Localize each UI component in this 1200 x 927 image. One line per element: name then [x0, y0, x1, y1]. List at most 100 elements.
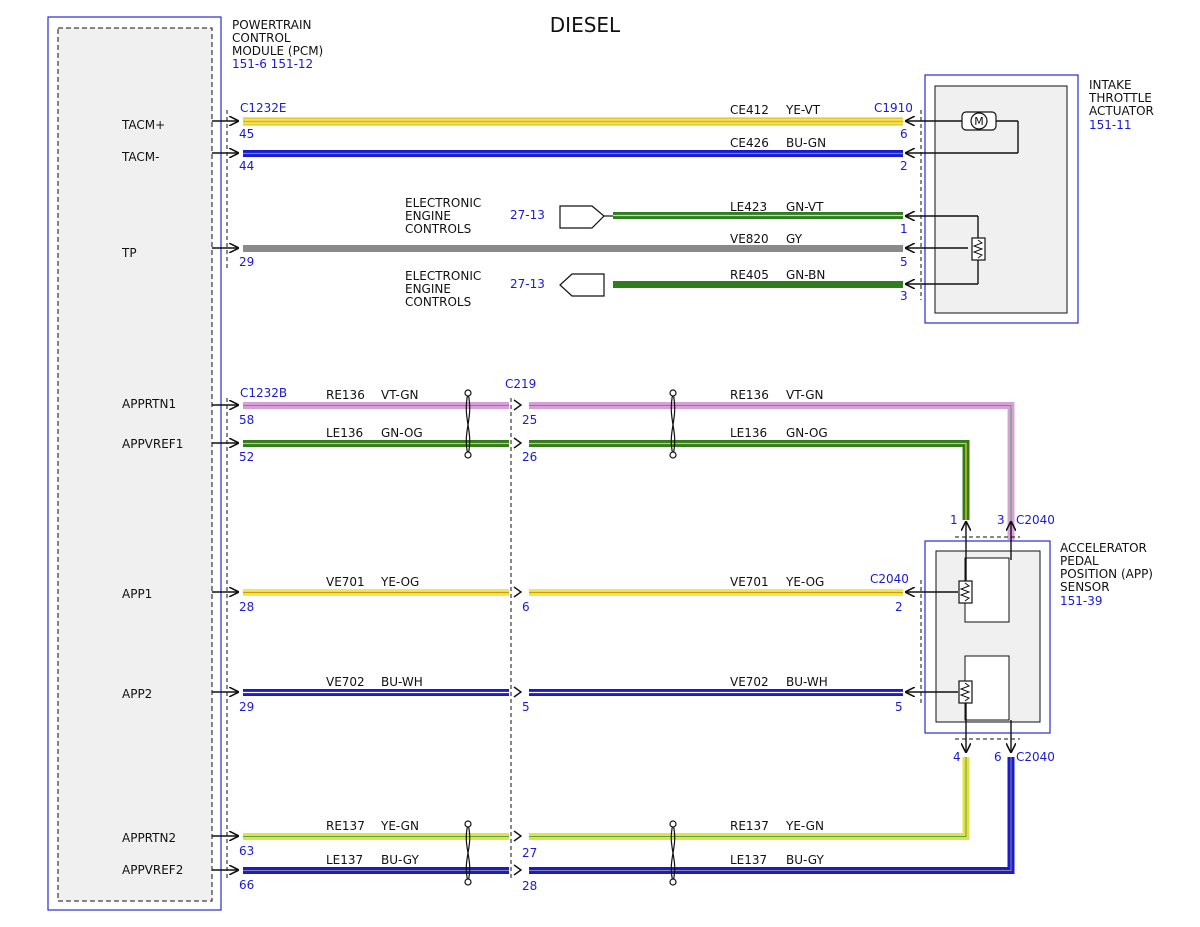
wire-le423: [613, 212, 903, 219]
pin-label-apprtn2: APPRTN2: [122, 831, 176, 845]
pin-tacm-plus-dev: 6: [900, 127, 908, 141]
throttle-label-1: INTAKE: [1089, 78, 1132, 92]
pcm-pin-arrows: [212, 121, 238, 870]
pin-app-bottom-left: 4: [953, 750, 961, 764]
pin-tp-pcm: 29: [239, 255, 254, 269]
pin-tacm-plus-pcm: 45: [239, 127, 254, 141]
pin-app-bottom-right: 6: [994, 750, 1002, 764]
eec-bottom-label-3: CONTROLS: [405, 295, 471, 309]
wire-re136-circuit-left: RE136: [326, 388, 365, 402]
wire-ve701-color-right: YE-OG: [785, 575, 824, 589]
pin-app1-pcm: 28: [239, 600, 254, 614]
wire-le137: [243, 757, 1015, 874]
wire-ce412: [243, 117, 903, 126]
wire-ce426-circuit: CE426: [730, 136, 769, 150]
connector-c2040-mid: C2040: [870, 572, 909, 586]
app-sensor-label-1: ACCELERATOR: [1060, 541, 1147, 555]
pcm-module: [47, 16, 222, 911]
wire-ve702-color-right: BU-WH: [786, 675, 828, 689]
throttle-actuator: [906, 74, 1079, 324]
pin-label-tp: TP: [121, 246, 137, 260]
connector-c2040-top: C2040: [1016, 513, 1055, 527]
pin-app2-c219: 5: [522, 700, 530, 714]
eec-bottom-label-1: ELECTRONIC: [405, 269, 481, 283]
pin-label-appvref2: APPVREF2: [122, 863, 183, 877]
wire-ve701: [243, 589, 903, 596]
wire-ce412-color: YE-VT: [785, 103, 821, 117]
throttle-label-2: THROTTLE: [1088, 91, 1152, 105]
eec-top-label-3: CONTROLS: [405, 222, 471, 236]
pcm-refs: 151-6 151-12: [232, 57, 313, 71]
pin-appvref2-c219: 28: [522, 879, 537, 893]
diagram-title: DIESEL: [550, 13, 621, 37]
app-sensor-label-3: POSITION (APP): [1060, 567, 1153, 581]
wire-ve820: [243, 245, 903, 252]
pin-appvref1-pcm: 52: [239, 450, 254, 464]
connector-c1232e: C1232E: [240, 101, 287, 115]
wire-re405-circuit: RE405: [730, 268, 769, 282]
eec-connector-bottom: [559, 273, 605, 297]
wire-re405-color: GN-BN: [786, 268, 825, 282]
wire-ve820-circuit: VE820: [730, 232, 769, 246]
wire-ve701-color-left: YE-OG: [380, 575, 419, 589]
wire-ce426-color: BU-GN: [786, 136, 826, 150]
wire-ve702: [243, 689, 903, 696]
c219-arrows: [513, 399, 523, 876]
pin-label-appvref1: APPVREF1: [122, 437, 183, 451]
wire-ve701-circuit-left: VE701: [326, 575, 365, 589]
eec-top-label-2: ENGINE: [405, 209, 451, 223]
wire-ve702-color-left: BU-WH: [381, 675, 423, 689]
wire-ve702-circuit-right: VE702: [730, 675, 769, 689]
wire-re136-color-right: VT-GN: [786, 388, 823, 402]
wire-re136-circuit-right: RE136: [730, 388, 769, 402]
pin-app1-c219: 6: [522, 600, 530, 614]
wire-re405: [613, 281, 903, 288]
wire-re136-color-left: VT-GN: [381, 388, 418, 402]
wire-le137-circuit-right: LE137: [730, 853, 767, 867]
wire-le136-circuit-left: LE136: [326, 426, 363, 440]
wire-le136-color-left: GN-OG: [381, 426, 423, 440]
throttle-ref: 151-11: [1089, 118, 1132, 132]
pin-apprtn2-c219: 27: [522, 846, 537, 860]
wire-re137-color-right: YE-GN: [785, 819, 824, 833]
eec-top-ref: 27-13: [510, 208, 545, 222]
app-sensor: [906, 522, 1051, 752]
eec-bottom-label-2: ENGINE: [405, 282, 451, 296]
pin-app-top-left: 1: [950, 513, 958, 527]
wire-le136-circuit-right: LE136: [730, 426, 767, 440]
motor-icon: M: [974, 115, 984, 128]
pin-appvref1-c219: 26: [522, 450, 537, 464]
wire-le423-color: GN-VT: [786, 200, 824, 214]
pin-label-app1: APP1: [122, 587, 152, 601]
connector-c219: C219: [505, 377, 536, 391]
connector-c1910: C1910: [874, 101, 913, 115]
connector-c2040-bottom: C2040: [1016, 750, 1055, 764]
pin-tp-dev: 5: [900, 255, 908, 269]
wire-le137-color-right: BU-GY: [786, 853, 824, 867]
pcm-label-line-2: CONTROL: [232, 31, 291, 45]
app-sensor-ref: 151-39: [1060, 594, 1103, 608]
app-sensor-label-2: PEDAL: [1060, 554, 1099, 568]
wire-ce412-circuit: CE412: [730, 103, 769, 117]
pin-tacm-minus-pcm: 44: [239, 159, 254, 173]
wire-le136: [243, 440, 970, 520]
pin-app2-dev: 5: [895, 700, 903, 714]
pin-label-app2: APP2: [122, 687, 152, 701]
wire-re137-color-left: YE-GN: [380, 819, 419, 833]
wire-re137-circuit-right: RE137: [730, 819, 769, 833]
wire-ve820-color: GY: [786, 232, 803, 246]
eec-top-label-1: ELECTRONIC: [405, 196, 481, 210]
pin-label-apprtn1: APPRTN1: [122, 397, 176, 411]
pcm-label-line-1: POWERTRAIN: [232, 18, 312, 32]
twisted-pair-icons: [464, 389, 677, 886]
wire-le137-color-left: BU-GY: [381, 853, 419, 867]
pin-label-tacm-plus: TACM+: [121, 118, 165, 132]
connector-c1232b: C1232B: [240, 386, 287, 400]
wire-le137-circuit-left: LE137: [326, 853, 363, 867]
pin-tacm-minus-dev: 2: [900, 159, 908, 173]
pin-le423-dev: 1: [900, 222, 908, 236]
pin-app-top-right: 3: [997, 513, 1005, 527]
eec-connector-top: [559, 205, 605, 229]
wire-ve702-circuit-left: VE702: [326, 675, 365, 689]
